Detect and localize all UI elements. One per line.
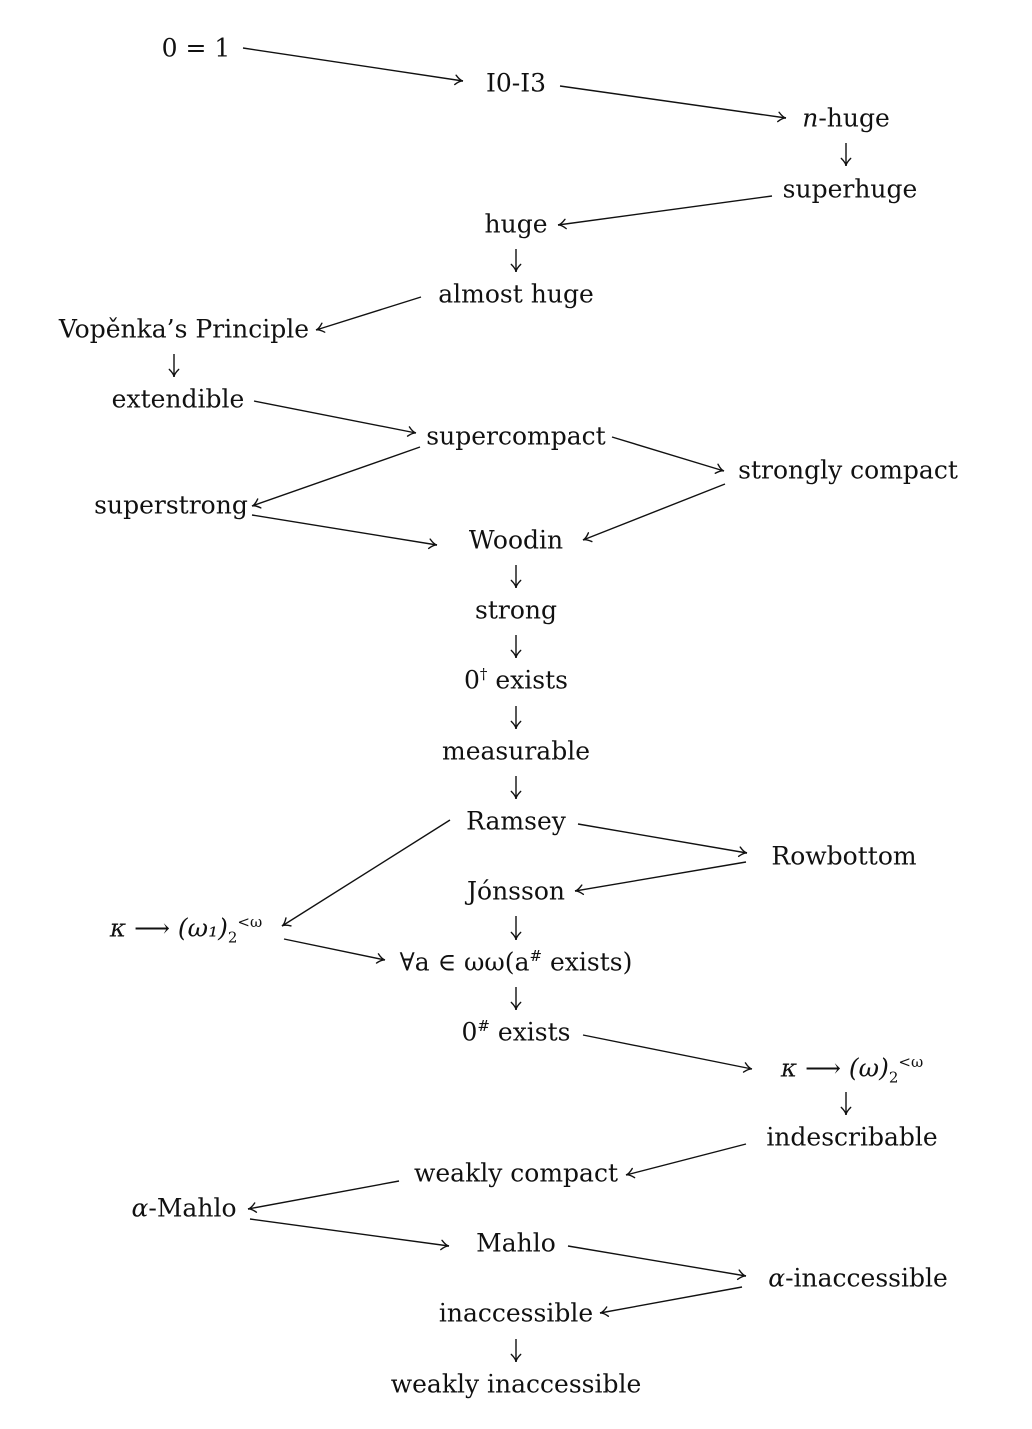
- node-forall-a: ∀a ∈ ωω(a# exists): [399, 947, 633, 977]
- arrow-supercompact-to-strongly_compact: [611, 436, 725, 472]
- arrow-rowbottom-to-jonsson: [574, 861, 747, 892]
- node-superhuge: superhuge: [782, 174, 918, 204]
- arrow-zero_eq_one-to-i0_i3: [242, 47, 464, 82]
- node-ramsey: Ramsey: [466, 806, 566, 836]
- arrowhead-alpha_inaccessible-to-inaccessible: [599, 1306, 610, 1317]
- node-zero-eq-one: 0 = 1: [161, 33, 231, 63]
- arrowhead-strongly_compact-to-woodin: [582, 532, 593, 543]
- arrow-superhuge-to-huge: [557, 195, 773, 226]
- node-kappa-omega: κ ⟶ (ω)2<ω: [780, 1053, 924, 1087]
- node-mahlo: Mahlo: [476, 1228, 556, 1258]
- node-kappa-omega1: κ ⟶ (ω₁)2<ω: [109, 913, 263, 947]
- node-vopenka: Vopěnka’s Principle: [58, 314, 310, 344]
- arrowhead-inaccessible-to-weakly_inaccessible: [510, 1353, 522, 1363]
- arrow-i0_i3-to-n_huge: [559, 85, 787, 119]
- arrow-indescribable-to-weakly_compact: [625, 1143, 747, 1176]
- arrowhead-almost_huge-to-vopenka: [315, 322, 326, 333]
- arrow-ramsey-to-rowbottom: [577, 823, 748, 854]
- node-almost-huge: almost huge: [438, 279, 594, 309]
- arrowhead-n_huge-to-superhuge: [840, 157, 852, 167]
- arrow-alpha_mahlo-to-mahlo: [249, 1218, 450, 1247]
- arrowhead-mahlo-to-alpha_inaccessible: [736, 1269, 747, 1281]
- node-alpha-mahlo: α-Mahlo: [131, 1193, 237, 1223]
- arrow-superstrong-to-woodin: [251, 514, 438, 546]
- arrowhead-i0_i3-to-n_huge: [777, 111, 787, 123]
- arrowhead-extendible-to-supercompact: [406, 426, 417, 437]
- arrow-alpha_inaccessible-to-inaccessible: [599, 1286, 743, 1314]
- node-zero-dagger: 0† exists: [464, 665, 568, 695]
- node-superstrong: superstrong: [94, 490, 248, 520]
- node-strong: strong: [475, 595, 557, 625]
- node-jonsson: Jónsson: [467, 876, 565, 906]
- arrowhead-measurable-to-ramsey: [510, 790, 522, 800]
- node-weakly-compact: weakly compact: [413, 1158, 619, 1188]
- arrowhead-superhuge-to-huge: [557, 218, 567, 230]
- arrow-extendible-to-supercompact: [253, 400, 417, 434]
- arrowhead-indescribable-to-weakly_compact: [625, 1167, 636, 1179]
- node-strongly-compact: strongly compact: [738, 455, 958, 485]
- node-extendible: extendible: [111, 384, 245, 414]
- arrowhead-huge-to-almost_huge: [510, 263, 522, 273]
- arrowhead-woodin-to-strong: [510, 579, 522, 589]
- arrow-weakly_compact-to-alpha_mahlo: [247, 1180, 400, 1210]
- arrowhead-forall_a-to-zero_sharp: [510, 1001, 522, 1011]
- arrowhead-zero_dagger-to-measurable: [510, 720, 522, 730]
- arrow-supercompact-to-superstrong: [251, 446, 421, 507]
- arrowhead-kappa_omega-to-indescribable: [840, 1106, 852, 1116]
- node-zero-sharp: 0# exists: [461, 1017, 571, 1047]
- arrowhead-superstrong-to-woodin: [427, 538, 438, 550]
- arrowhead-ramsey-to-kappa_omega1: [281, 917, 292, 927]
- arrowhead-rowbottom-to-jonsson: [574, 884, 585, 896]
- node-huge: huge: [484, 209, 548, 239]
- node-alpha-inaccessible: α-inaccessible: [768, 1263, 948, 1293]
- node-supercompact: supercompact: [426, 421, 606, 451]
- arrowhead-kappa_omega1-to-forall_a: [375, 953, 386, 964]
- node-rowbottom: Rowbottom: [771, 841, 917, 871]
- arrowhead-vopenka-to-extendible: [168, 368, 180, 378]
- arrowhead-zero_sharp-to-kappa_omega: [742, 1062, 753, 1073]
- node-i0-i3: I0-I3: [485, 68, 547, 98]
- arrow-ramsey-to-kappa_omega1: [281, 819, 451, 927]
- arrow-strongly_compact-to-woodin: [582, 483, 726, 541]
- arrow-almost_huge-to-vopenka: [315, 296, 422, 331]
- arrow-zero_sharp-to-kappa_omega: [582, 1034, 753, 1070]
- arrowhead-weakly_compact-to-alpha_mahlo: [247, 1202, 258, 1213]
- arrowhead-jonsson-to-forall_a: [510, 931, 522, 941]
- arrow-mahlo-to-alpha_inaccessible: [567, 1245, 747, 1277]
- arrowhead-ramsey-to-rowbottom: [737, 846, 748, 858]
- node-inaccessible: inaccessible: [438, 1298, 594, 1328]
- node-n-huge: n-huge: [802, 103, 890, 133]
- arrowhead-alpha_mahlo-to-mahlo: [440, 1239, 450, 1251]
- node-weakly-inaccessible: weakly inaccessible: [390, 1369, 642, 1399]
- node-woodin: Woodin: [468, 525, 564, 555]
- arrowhead-supercompact-to-strongly_compact: [714, 463, 725, 474]
- node-measurable: measurable: [442, 736, 590, 766]
- arrow-kappa_omega1-to-forall_a: [283, 938, 386, 961]
- arrowhead-supercompact-to-superstrong: [251, 498, 262, 509]
- arrowhead-strong-to-zero_dagger: [510, 649, 522, 659]
- node-indescribable: indescribable: [766, 1122, 938, 1152]
- arrowhead-zero_eq_one-to-i0_i3: [454, 74, 464, 86]
